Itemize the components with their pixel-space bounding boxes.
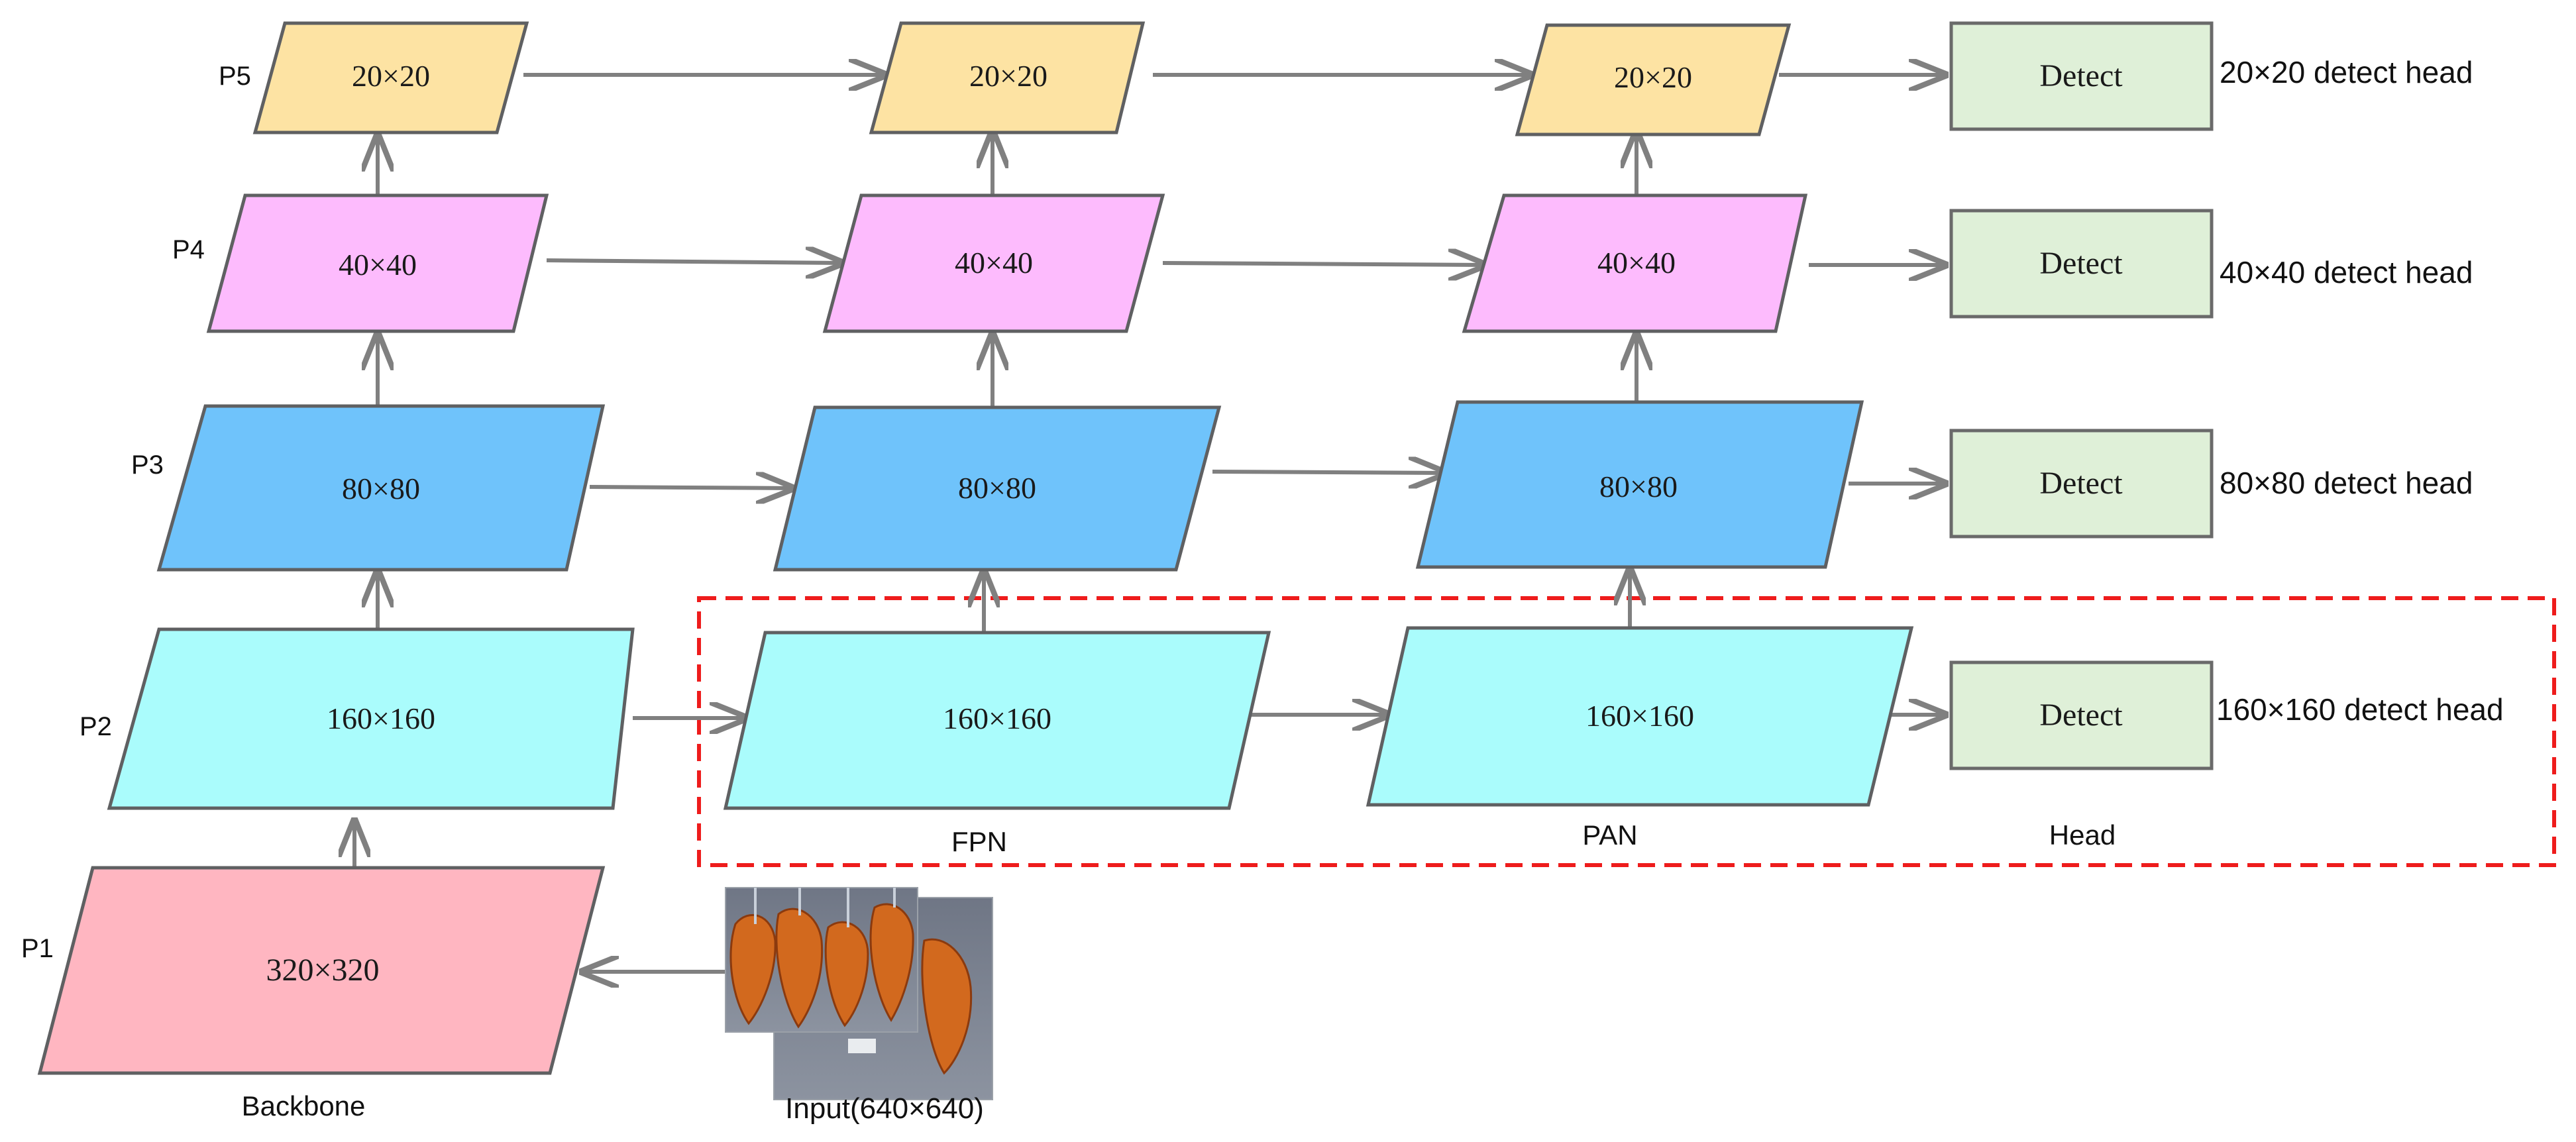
pan-p3-block <box>1415 400 1864 569</box>
backbone-label: Backbone <box>242 1090 366 1121</box>
fpn-p3-block <box>773 405 1222 572</box>
backbone-p1-block <box>37 866 606 1075</box>
fpn-p5-block <box>869 21 1146 134</box>
detect-box-p3 <box>1949 429 2214 539</box>
pan-label: PAN <box>1582 819 1637 851</box>
fpn-label: FPN <box>951 826 1007 857</box>
pan-p4-block <box>1462 193 1808 333</box>
arrows <box>354 75 1945 982</box>
output-label-p2: 160×160 detect head <box>2216 692 2504 727</box>
level-label-p5: P5 <box>219 62 251 91</box>
pan-p2-label: 160×160 <box>1585 699 1694 733</box>
backbone-p1-label: 320×320 <box>266 953 379 988</box>
fpn-p5-label: 20×20 <box>969 59 1047 93</box>
fpn-p2-block <box>723 631 1271 810</box>
detect-label-p3: Detect <box>2039 466 2123 501</box>
detect-label-p2: Detect <box>2039 698 2123 733</box>
backbone-p5-block <box>252 21 529 134</box>
detect-label-p4: Detect <box>2039 246 2123 281</box>
backbone-p3-block <box>156 404 606 572</box>
detect-label-p5: Detect <box>2039 58 2123 93</box>
backbone-p4-block <box>206 193 549 333</box>
output-label-p4: 40×40 detect head <box>2220 255 2473 289</box>
detect-box-p4 <box>1949 209 2214 319</box>
backbone-p4-label: 40×40 <box>339 248 417 282</box>
detect-box-p2 <box>1949 660 2214 770</box>
level-label-p4: P4 <box>172 235 205 264</box>
fpn-p4-label: 40×40 <box>955 246 1033 280</box>
fpn-p3-label: 80×80 <box>958 471 1036 505</box>
pan-p2-block <box>1366 626 1914 807</box>
leaf-photo-icon <box>725 887 993 1100</box>
pan-p4-label: 40×40 <box>1597 246 1676 280</box>
backbone-p3-label: 80×80 <box>342 472 420 505</box>
output-label-p3: 80×80 detect head <box>2220 466 2473 500</box>
fpn-p4-block <box>822 193 1165 333</box>
level-label-p1: P1 <box>21 934 54 963</box>
level-label-p3: P3 <box>131 450 164 480</box>
output-label-p5: 20×20 detect head <box>2220 55 2473 89</box>
backbone-p2-block <box>107 627 635 810</box>
head-label: Head <box>2049 819 2116 851</box>
input-label: Input(640×640) <box>785 1092 984 1125</box>
fpn-p2-label: 160×160 <box>943 701 1051 735</box>
backbone-p5-label: 20×20 <box>352 59 430 93</box>
pan-p5-block <box>1515 23 1792 136</box>
pan-p3-label: 80×80 <box>1599 470 1678 503</box>
detect-box-p5 <box>1949 21 2214 131</box>
backbone-p2-label: 160×160 <box>327 701 435 735</box>
level-label-p2: P2 <box>80 712 112 741</box>
pan-p5-label: 20×20 <box>1614 60 1692 94</box>
